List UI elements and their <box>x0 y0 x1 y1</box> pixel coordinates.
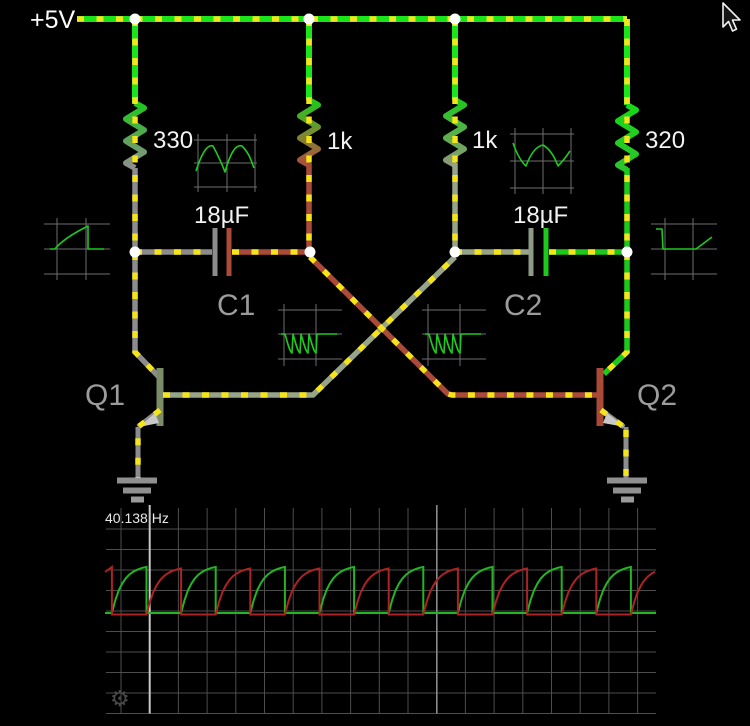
q1-label: Q1 <box>85 379 125 412</box>
capacitor-c1[interactable]: 18µF C1 <box>194 202 255 322</box>
ground-q1[interactable] <box>117 477 157 503</box>
resistor-value: 1k <box>472 127 498 154</box>
inline-scope-r1-current[interactable] <box>194 134 257 192</box>
scope-trace-green <box>105 565 656 614</box>
resistor-value: 320 <box>645 127 685 154</box>
resistor-value: 330 <box>153 127 193 154</box>
resistor-r2-1k[interactable]: 1k <box>297 97 353 168</box>
scope-trace-red <box>104 565 656 616</box>
q1-base-bar[interactable] <box>156 368 164 426</box>
cap-value: 18µF <box>194 202 249 229</box>
resistor-value: 1k <box>327 128 353 155</box>
mouse-cursor-icon <box>722 2 741 32</box>
inline-scope-q2-base[interactable] <box>422 304 486 366</box>
scope-frequency-readout: 40.138 Hz <box>105 510 169 526</box>
scope-settings-gear-icon[interactable]: ⚙ <box>110 686 130 711</box>
inline-scope-q1-collector[interactable] <box>44 218 110 280</box>
scope-grid <box>106 505 656 714</box>
wire-q2-collector[interactable] <box>602 168 630 376</box>
cap-value: 18µF <box>513 202 568 229</box>
power-rail-label: +5V <box>30 6 76 34</box>
capacitor-c2[interactable]: 18µF C2 <box>504 202 568 322</box>
wire-q1-collector[interactable] <box>132 168 161 379</box>
resistor-zigzag[interactable] <box>297 97 321 168</box>
q2-base-bar[interactable] <box>596 368 604 426</box>
oscilloscope-panel[interactable]: 40.138 Hz ⚙ <box>104 505 656 714</box>
inline-scope-q2-collector[interactable] <box>651 218 717 280</box>
wire-q2-base-cross[interactable] <box>308 255 597 398</box>
resistor-zigzag[interactable] <box>443 97 467 168</box>
cap-name: C1 <box>217 289 255 322</box>
transistor-q2[interactable]: Q2 <box>596 368 678 478</box>
junction-dots <box>129 13 633 258</box>
q2-label: Q2 <box>637 379 677 412</box>
resistor-r3-1k[interactable]: 1k <box>443 97 498 168</box>
transistor-q1[interactable]: Q1 <box>85 368 164 478</box>
current-dots <box>77 16 630 478</box>
ground-q2[interactable] <box>607 477 647 503</box>
resistor-zigzag[interactable] <box>123 100 147 171</box>
cap-name: C2 <box>504 289 542 322</box>
resistor-r1-330[interactable]: 330 <box>123 100 193 171</box>
inline-scope-q1-base[interactable] <box>278 304 342 366</box>
wire-q1-base-cross[interactable] <box>163 255 457 398</box>
inline-scope-r3-current[interactable] <box>510 128 574 194</box>
